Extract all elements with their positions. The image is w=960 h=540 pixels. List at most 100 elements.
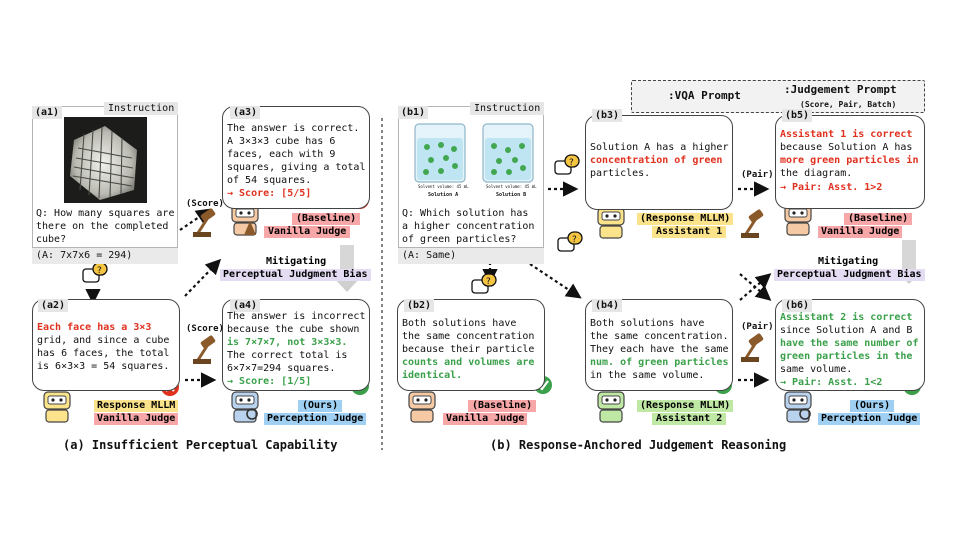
legend-box — [631, 80, 925, 113]
b2-line1: Both solutions have — [402, 318, 517, 329]
tag-b1: (b1) — [398, 106, 429, 119]
a4-line1: The answer is incorrect — [227, 311, 366, 322]
edge-label-a4: (Score) — [186, 324, 224, 334]
tag-b2: (b2) — [404, 299, 435, 312]
tag-a1: (a1) — [32, 106, 63, 119]
tag-b4: (b4) — [592, 299, 623, 312]
b3-line3: particles. — [590, 168, 651, 179]
answer-bar-b1 — [398, 247, 544, 264]
beaker-caption-b: Solvent volume: 45 mL — [486, 184, 537, 189]
caption-b: (b) Response-Anchored Judgement Reasonin… — [490, 438, 787, 452]
bubble-a4 — [222, 299, 370, 391]
vqa-prompt-icon-b1: ? — [471, 273, 497, 294]
bubble-b6 — [775, 299, 925, 391]
b5-line2: because Solution A has — [780, 142, 913, 153]
b5-line4: the diagram. — [780, 168, 853, 179]
bubble-b4 — [585, 299, 733, 391]
a3-line2: A 3×3×3 cube has 6 — [227, 136, 336, 147]
b5-pair: → Pair: Asst. 1>2 — [780, 182, 883, 193]
robot-icon-b6 — [784, 391, 812, 423]
svg-text:?: ? — [486, 277, 491, 287]
a3-line4: squares, giving a total — [227, 162, 366, 173]
a4-score: → Score: [1/5] — [227, 376, 312, 387]
b4-line1: Both solutions have — [590, 318, 705, 329]
gavel-icon-a3 — [193, 208, 216, 237]
robot-icon-a2 — [43, 391, 71, 423]
caption-a: (a) Insufficient Perceptual Capability — [63, 438, 338, 452]
tag-b6: (b6) — [782, 299, 813, 312]
legend-judgement-types: (Score, Pair, Batch) — [800, 100, 897, 109]
bubble-a3 — [222, 106, 370, 209]
role-a4-bottom: Perception Judge — [264, 413, 367, 425]
b2-line2: the same concentration — [402, 331, 535, 342]
cube-photo — [64, 117, 147, 203]
role-a3-top: (Baseline) — [292, 213, 361, 225]
b4-line5: in the same volume. — [590, 370, 705, 381]
robot-icon-b4 — [597, 391, 625, 423]
role-a2-top: Response MLLM — [94, 400, 179, 412]
b6-pair: → Pair: Asst. 1<2 — [780, 377, 883, 388]
answer-a1: (A: 7x7x6 = 294) — [36, 250, 133, 261]
b5-line1: Assistant 1 is correct — [780, 129, 913, 140]
gavel-icon-b6 — [741, 333, 764, 362]
role-b6-bottom: Perception Judge — [818, 413, 921, 425]
question-b1-line1: Q: Which solution has — [402, 208, 529, 219]
a3-score: → Score: [5/5] — [227, 188, 312, 199]
question-a1-line3: cube? — [36, 234, 67, 245]
b6-line5: same volume. — [780, 364, 853, 375]
question-a1-line2: there on the completed — [36, 221, 169, 232]
b2-line4: counts and volumes are — [402, 357, 535, 368]
role-b4-top: (Response MLLM) — [637, 400, 734, 412]
b5-line3: more green particles in — [780, 155, 919, 166]
instruction-label-b1: Instruction — [470, 102, 545, 115]
gavel-icon-b5 — [741, 209, 764, 238]
a3-line5: of 54 squares. — [227, 175, 312, 186]
bubble-b3 — [585, 115, 733, 210]
robot-icon-a3 — [231, 204, 259, 236]
instruction-label-a1: Instruction — [104, 102, 179, 115]
mitigating-b-line2: Perceptual Judgment Bias — [774, 269, 925, 281]
bubble-a2 — [32, 299, 180, 391]
beaker-solution-b: Solution B — [496, 192, 527, 198]
question-b1-line2: a higher concentration — [402, 221, 535, 232]
a4-line3: is 7×7×7, not 3×3×3. — [227, 337, 348, 348]
role-b5-bottom: Vanilla Judge — [818, 226, 903, 238]
question-b1-line3: of green particles? — [402, 234, 517, 245]
bubble-b2 — [397, 299, 545, 391]
vqa-prompt-icon-b3: ? — [557, 231, 583, 252]
b4-line4: num. of green particles — [590, 357, 729, 368]
mitigating-a-line2: Perceptual Judgment Bias — [220, 269, 371, 281]
tag-b3: (b3) — [592, 109, 623, 122]
bubble-b5 — [775, 115, 925, 209]
legend-vqa-label: :VQA Prompt — [668, 89, 741, 102]
beaker-solution-a: Solution A — [428, 192, 459, 198]
role-b5-top: (Baseline) — [844, 213, 913, 225]
b4-line3: They each have the same — [590, 344, 729, 355]
role-b3-top: (Response MLLM) — [637, 213, 734, 225]
gavel-icon-a4 — [193, 335, 216, 364]
a2-line4: is 6×3×3 = 54 squares. — [37, 361, 170, 372]
vqa-prompt-icon-a: ? — [82, 262, 108, 283]
a3-line3: faces, each with 9 — [227, 149, 336, 160]
a4-line2: because the cube shown — [227, 324, 360, 335]
tag-a2: (a2) — [38, 299, 69, 312]
b4-line2: the same concentration. — [590, 331, 729, 342]
role-b4-bottom: Assistant 2 — [652, 413, 727, 425]
a4-line4: The correct total is — [227, 350, 348, 361]
answer-b1: (A: Same) — [402, 250, 457, 261]
arrows-part-a — [85, 208, 222, 388]
robot-icon-b2 — [408, 391, 436, 423]
edge-label-b5: (Pair) — [741, 170, 774, 180]
svg-text:?: ? — [97, 266, 102, 276]
b2-line5: identical. — [402, 370, 463, 381]
svg-text:?: ? — [572, 235, 577, 245]
role-b6-top: (Ours) — [850, 400, 895, 412]
robot-icon-a4 — [231, 391, 259, 423]
robot-icon-b5 — [784, 204, 812, 236]
role-b3-bottom: Assistant 1 — [652, 226, 727, 238]
a2-line3: has 6 faces, the total — [37, 348, 170, 359]
beaker-image — [414, 123, 534, 183]
b3-line2: concentration of green — [590, 155, 723, 166]
role-b2-top: (Baseline) — [468, 400, 537, 412]
